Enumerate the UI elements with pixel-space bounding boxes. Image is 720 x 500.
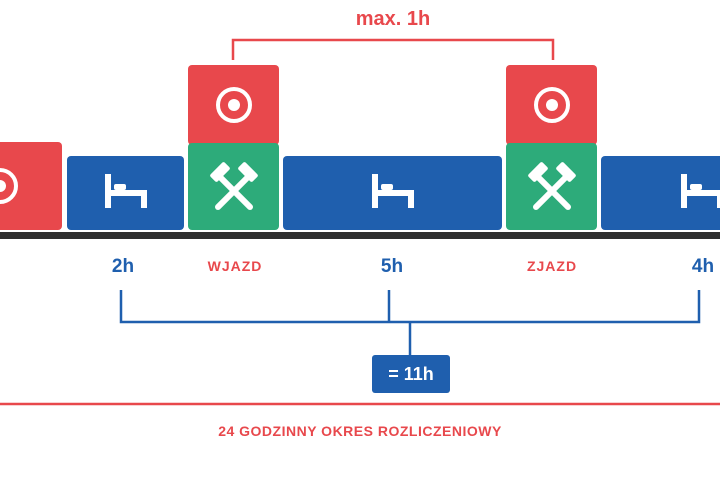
crossed-hammers-icon xyxy=(210,162,258,210)
exit-driving-block xyxy=(506,65,597,145)
driving-block-left xyxy=(0,142,62,230)
total-rest-box: = 11h xyxy=(372,355,450,393)
steering-wheel-icon xyxy=(216,87,252,123)
period-label: 24 GODZINNY OKRES ROZLICZENIOWY xyxy=(218,423,502,439)
crossed-hammers-icon xyxy=(528,162,576,210)
steering-wheel-icon xyxy=(0,168,18,204)
steering-wheel-icon xyxy=(534,87,570,123)
bed-icon xyxy=(105,174,147,208)
rest-label-2h: 2h xyxy=(111,256,135,277)
rest-label-5h: 5h xyxy=(380,256,404,277)
rest-block-4h xyxy=(601,156,720,230)
entry-label: WJAZD xyxy=(207,258,263,274)
max-break-label: max. 1h xyxy=(355,8,431,30)
bed-icon xyxy=(372,174,414,208)
exit-work-block xyxy=(506,143,597,230)
timeline-bar xyxy=(0,232,720,239)
entry-work-block xyxy=(188,143,279,230)
rest-block-2h xyxy=(67,156,184,230)
rest-block-5h xyxy=(283,156,502,230)
bed-icon xyxy=(681,174,720,208)
entry-driving-block xyxy=(188,65,279,145)
rest-label-4h: 4h xyxy=(691,256,715,277)
exit-label: ZJAZD xyxy=(526,258,578,274)
